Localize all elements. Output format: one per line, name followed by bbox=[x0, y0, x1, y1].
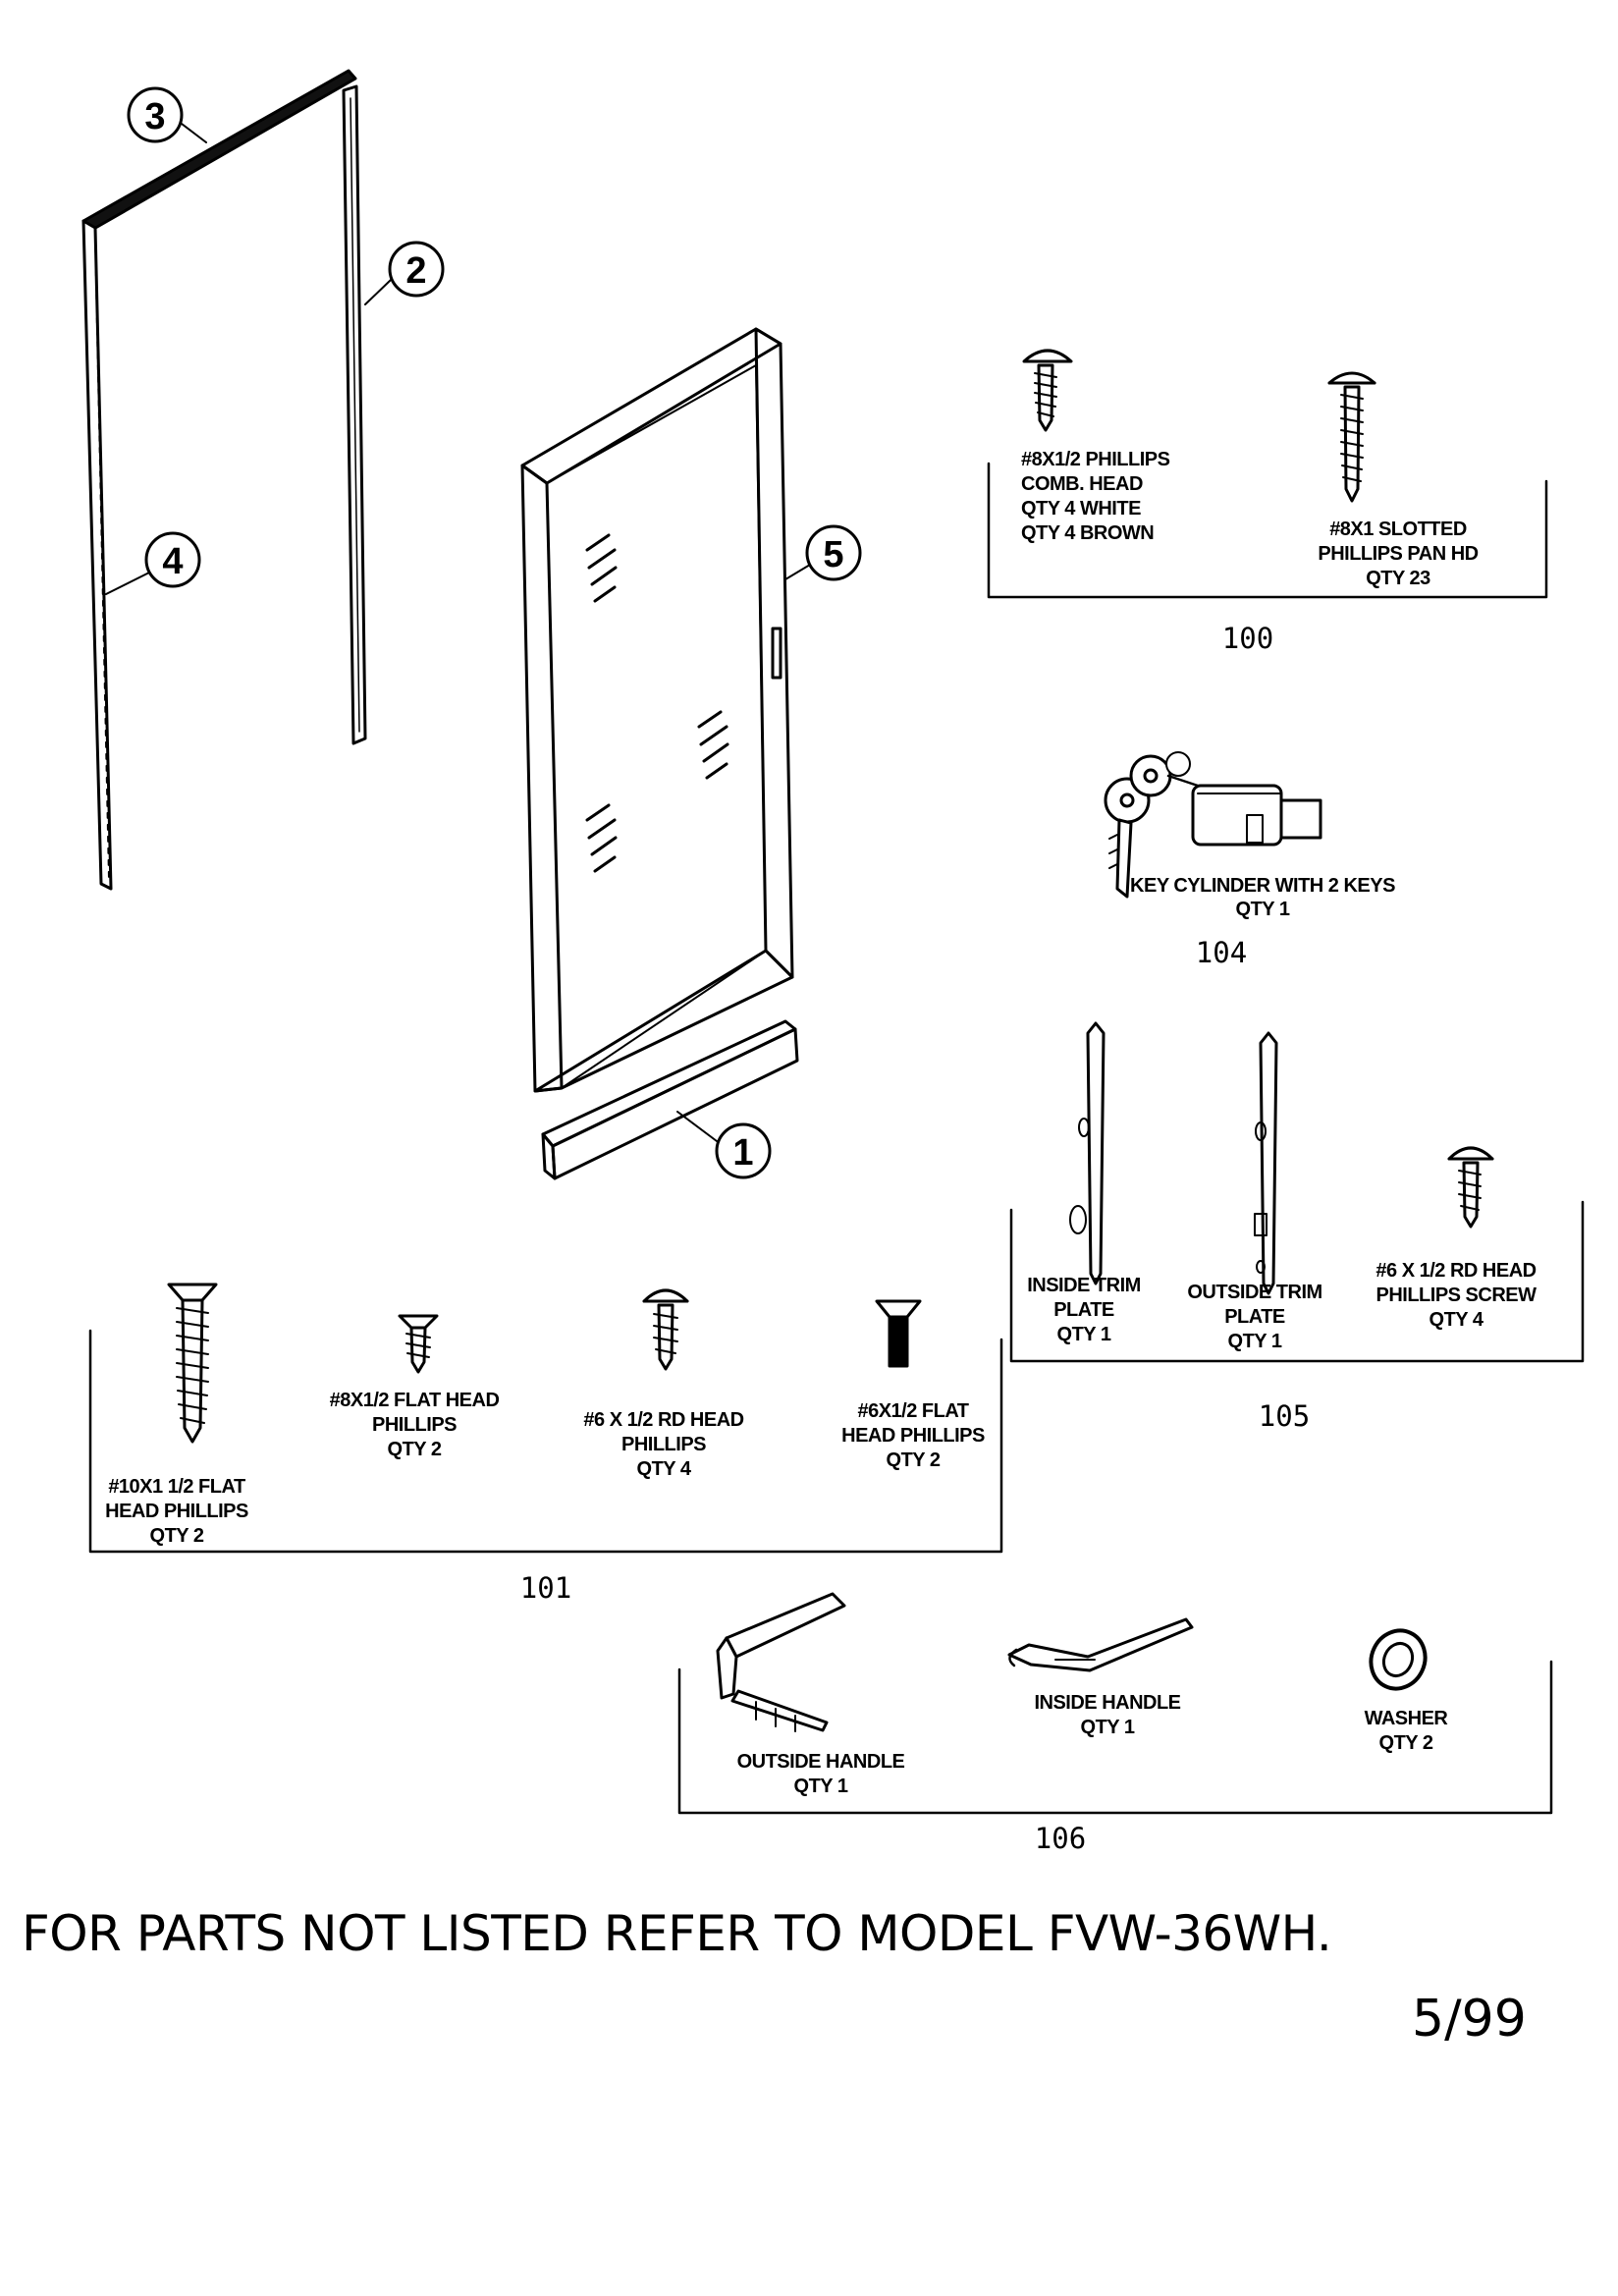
group-105-item-1-line-3: QTY 1 bbox=[1057, 1324, 1111, 1345]
group-106-item-3-line-2: QTY 2 bbox=[1379, 1732, 1433, 1754]
group-101-item-1-line-2: HEAD PHILLIPS bbox=[105, 1501, 248, 1522]
callout-5: 5 bbox=[784, 524, 862, 581]
group-104: KEY CYLINDER WITH 2 KEYS QTY 1 104 bbox=[1104, 751, 1396, 969]
short-flat-head-screw-icon bbox=[398, 1314, 439, 1374]
bottom-threshold bbox=[541, 1019, 799, 1180]
group-100-item-1-line-3: QTY 4 WHITE bbox=[1021, 498, 1141, 519]
group-105-item-2-line-1: OUTSIDE TRIM bbox=[1187, 1282, 1321, 1303]
group-100-item-1-line-1: #8X1/2 PHILLIPS bbox=[1021, 449, 1170, 470]
group-106-item-1-line-2: QTY 1 bbox=[794, 1776, 848, 1797]
group-101-item-3-line-3: QTY 4 bbox=[637, 1458, 692, 1480]
right-jamb bbox=[342, 84, 367, 745]
callout-3-label: 3 bbox=[144, 96, 165, 137]
round-head-screw-small-icon bbox=[642, 1288, 689, 1371]
group-100-item-1-line-4: QTY 4 BROWN bbox=[1021, 522, 1154, 544]
washer-icon bbox=[1369, 1628, 1428, 1691]
group-106-item-3-line-1: WASHER bbox=[1365, 1708, 1449, 1729]
inside-trim-plate-icon bbox=[1069, 1021, 1106, 1285]
outside-handle-icon bbox=[716, 1592, 846, 1732]
group-101-item-4-line-1: #6X1/2 FLAT bbox=[857, 1400, 968, 1422]
group-101-item-4-line-2: HEAD PHILLIPS bbox=[841, 1425, 985, 1447]
group-101-item-2-line-1: #8X1/2 FLAT HEAD bbox=[330, 1390, 500, 1411]
callout-1: 1 bbox=[676, 1111, 772, 1179]
callout-1-label: 1 bbox=[732, 1132, 753, 1174]
group-105-item-2-line-2: PLATE bbox=[1224, 1306, 1285, 1328]
long-flat-head-screw-icon bbox=[167, 1283, 218, 1444]
group-106-item-1-line-1: OUTSIDE HANDLE bbox=[737, 1751, 905, 1773]
group-100-item-2-line-3: QTY 23 bbox=[1366, 568, 1430, 589]
group-105-item-3-line-2: PHILLIPS SCREW bbox=[1375, 1285, 1537, 1306]
key-cylinder-icon bbox=[1104, 751, 1322, 899]
group-105-item-1-line-1: INSIDE TRIM bbox=[1027, 1275, 1141, 1296]
callout-4: 4 bbox=[105, 531, 201, 595]
revision-date: 5/99 bbox=[1412, 1990, 1527, 2049]
group-106-item-2-line-2: QTY 1 bbox=[1081, 1717, 1135, 1738]
callout-2-label: 2 bbox=[405, 250, 426, 292]
group-101-item-4-line-3: QTY 2 bbox=[887, 1449, 941, 1471]
group-100-number: 100 bbox=[1222, 622, 1273, 655]
group-105-item-2-line-3: QTY 1 bbox=[1228, 1331, 1282, 1352]
top-header-rail bbox=[81, 69, 357, 233]
group-106-item-2-line-1: INSIDE HANDLE bbox=[1034, 1692, 1180, 1714]
callout-3: 3 bbox=[127, 86, 207, 143]
pan-head-screw-icon bbox=[1327, 371, 1376, 503]
group-100-item-1-line-2: COMB. HEAD bbox=[1021, 473, 1143, 495]
group-100: #8X1/2 PHILLIPS COMB. HEAD QTY 4 WHITE Q… bbox=[987, 349, 1548, 655]
group-105-item-1-line-2: PLATE bbox=[1053, 1299, 1114, 1321]
group-104-item-1-line-1: KEY CYLINDER WITH 2 KEYS bbox=[1130, 875, 1395, 897]
callout-4-label: 4 bbox=[162, 541, 183, 582]
group-101: #10X1 1/2 FLAT HEAD PHILLIPS QTY 2 #8X1/… bbox=[88, 1283, 1003, 1605]
machine-flat-head-screw-icon bbox=[875, 1299, 922, 1368]
group-101-item-2-line-2: PHILLIPS bbox=[372, 1414, 457, 1436]
left-jamb bbox=[81, 219, 113, 891]
group-105-item-3-line-1: #6 X 1/2 RD HEAD bbox=[1375, 1260, 1536, 1282]
group-106-number: 106 bbox=[1035, 1822, 1086, 1855]
group-100-item-2-line-2: PHILLIPS PAN HD bbox=[1318, 543, 1478, 565]
group-105-item-3-line-3: QTY 4 bbox=[1429, 1309, 1484, 1331]
comb-head-screw-icon bbox=[1022, 349, 1073, 432]
footer-note: FOR PARTS NOT LISTED REFER TO MODEL FVW-… bbox=[22, 1905, 1332, 1962]
group-104-item-1-line-2: QTY 1 bbox=[1236, 899, 1290, 920]
group-101-item-2-line-3: QTY 2 bbox=[388, 1439, 442, 1460]
group-101-item-1-line-1: #10X1 1/2 FLAT bbox=[108, 1476, 245, 1498]
group-105-number: 105 bbox=[1259, 1399, 1310, 1433]
round-head-screw-icon bbox=[1447, 1146, 1494, 1229]
callout-2: 2 bbox=[364, 241, 445, 305]
group-104-number: 104 bbox=[1196, 936, 1247, 969]
outside-trim-plate-icon bbox=[1254, 1031, 1278, 1295]
inside-handle-icon bbox=[1007, 1617, 1194, 1672]
group-100-item-2-line-1: #8X1 SLOTTED bbox=[1329, 519, 1467, 540]
group-101-item-3-line-2: PHILLIPS bbox=[621, 1434, 706, 1455]
door-panel bbox=[520, 327, 794, 1093]
group-106: OUTSIDE HANDLE QTY 1 INSIDE HANDLE QTY 1… bbox=[677, 1592, 1553, 1855]
callout-5-label: 5 bbox=[823, 534, 843, 575]
group-105: INSIDE TRIM PLATE QTY 1 OUTSIDE TRIM PLA… bbox=[1009, 1021, 1585, 1433]
group-101-number: 101 bbox=[520, 1571, 571, 1605]
group-101-item-1-line-3: QTY 2 bbox=[150, 1525, 204, 1547]
group-101-item-3-line-1: #6 X 1/2 RD HEAD bbox=[583, 1409, 743, 1431]
